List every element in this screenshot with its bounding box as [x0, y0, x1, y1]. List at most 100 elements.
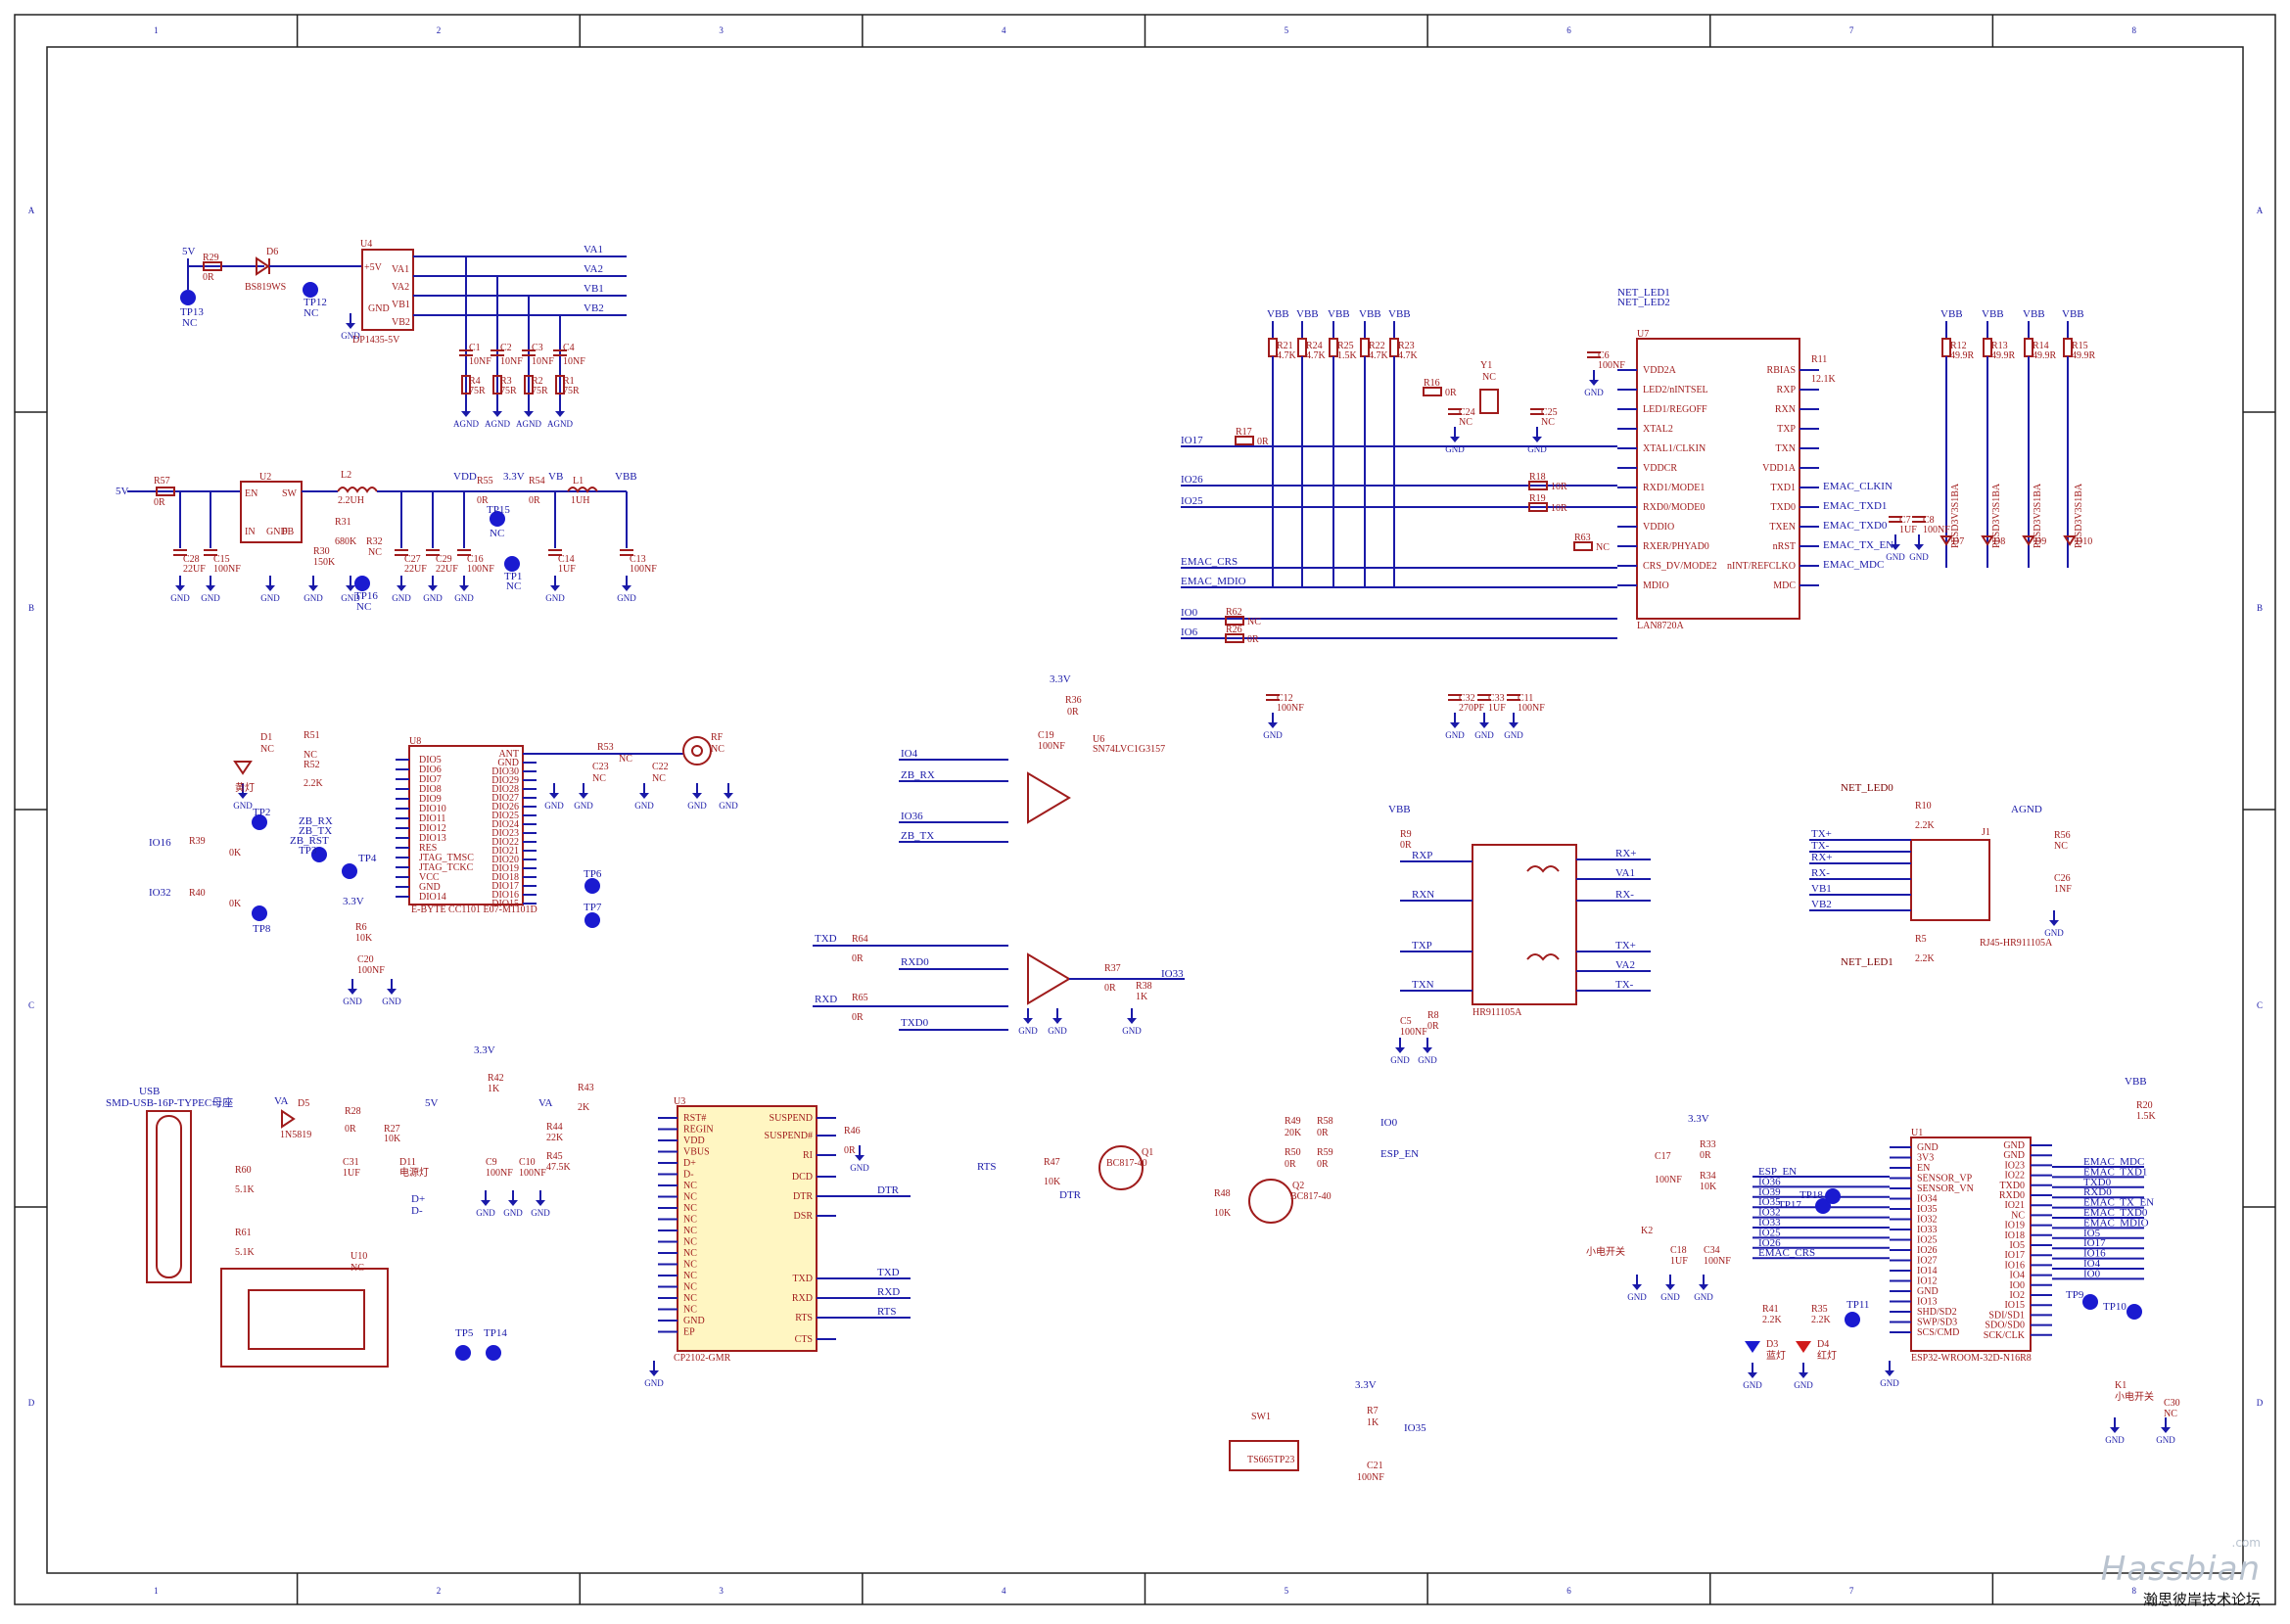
test-point-tp18-icon	[1825, 1188, 1841, 1204]
r47-val: 10K	[1044, 1177, 1061, 1187]
r53-val: NC	[619, 754, 632, 765]
r46-ref: R46	[844, 1126, 861, 1137]
u1-pin-left: IO35	[1917, 1204, 1938, 1215]
resistor	[1329, 338, 1338, 357]
u2-ref: U2	[259, 472, 271, 483]
ground-icon	[481, 1200, 491, 1206]
tp16-ref: TP16	[354, 590, 378, 602]
cap-ref: C2	[500, 343, 512, 353]
u1-pin-right: IO18	[2004, 1230, 2025, 1241]
u4-pin: +5V	[364, 262, 383, 273]
grid-col-bottom: 6	[1566, 1586, 1571, 1596]
mux-net: ZB_RX	[901, 769, 935, 781]
ground-icon	[1891, 544, 1900, 550]
u8-pin-right: DIO23	[491, 828, 519, 839]
net-dtr: DTR	[1059, 1189, 1082, 1201]
usb-va: VA	[274, 1095, 289, 1107]
y1-val: NC	[1482, 372, 1496, 383]
svg-text:GND: GND	[454, 593, 474, 603]
resistor	[2063, 338, 2073, 357]
svg-text:GND: GND	[382, 997, 401, 1006]
y1-ref: Y1	[1480, 360, 1492, 371]
u6-val: SN74LVC1G3157	[1093, 744, 1165, 755]
u8-pin-right: GND	[497, 758, 519, 768]
r32-val: NC	[368, 547, 382, 558]
u7-pin-right: MDC	[1773, 580, 1796, 591]
r60-ref: R60	[235, 1165, 252, 1176]
r60-val: 5.1K	[235, 1184, 256, 1195]
net-io35: IO35	[1404, 1422, 1426, 1434]
rj-net: TX-	[1811, 840, 1830, 852]
cap-val: 10NF	[532, 356, 554, 367]
r29-val: 0R	[203, 272, 214, 283]
res-ref: R15	[2072, 341, 2088, 351]
cap-val: 100NF	[630, 564, 657, 575]
net-va2: VA2	[584, 263, 603, 275]
ground-icon	[1799, 1372, 1808, 1378]
mag-net-right: RX-	[1615, 889, 1634, 901]
c34-ref: C34	[1704, 1245, 1720, 1256]
mux-net: RXD	[815, 994, 837, 1005]
net-va1: VA1	[584, 244, 603, 255]
u4-pin: VB2	[392, 317, 410, 328]
esp-net: IO39	[1758, 1186, 1781, 1198]
transistor-q2-icon	[1248, 1179, 1293, 1224]
u3-val: CP2102-GMR	[674, 1353, 731, 1364]
esp-net: RXD0	[2083, 1186, 2112, 1198]
svg-text:GND: GND	[1627, 1292, 1647, 1302]
svg-text:GND: GND	[260, 593, 280, 603]
u8-pin-right: ANT	[498, 749, 519, 760]
ground-icon	[387, 989, 397, 995]
u2-pin-fb: FB	[282, 527, 295, 537]
test-point-tp11-icon	[1845, 1312, 1860, 1327]
esp-net: IO36	[1758, 1176, 1781, 1187]
res-ref: R62	[1226, 607, 1242, 618]
svg-text:GND: GND	[545, 593, 565, 603]
test-point-tp9-icon	[2082, 1294, 2098, 1310]
c17-ref: C17	[1655, 1151, 1671, 1162]
u3-pin-left: NC	[683, 1271, 697, 1281]
u3-chip	[677, 1105, 818, 1352]
net-io26: IO26	[1181, 474, 1203, 486]
net-led0: NET_LED0	[1841, 782, 1893, 794]
resistor	[1297, 338, 1307, 357]
svg-text:GND: GND	[304, 593, 323, 603]
u1-pin-left: IO32	[1917, 1215, 1938, 1226]
svg-text:GND: GND	[201, 593, 220, 603]
cap-val: NC	[1541, 417, 1555, 428]
r6-ref: R6	[355, 922, 367, 933]
ground-icon	[550, 585, 560, 591]
tp4-ref: TP4	[358, 853, 377, 864]
r61-ref: R61	[235, 1228, 252, 1238]
net-io32: IO32	[149, 887, 171, 899]
d5-val: 1N5819	[280, 1130, 311, 1140]
u1-pin-right: IO0	[2009, 1280, 2025, 1291]
r59-val: 0R	[1317, 1159, 1329, 1170]
diode-ref: D8	[1993, 536, 2005, 547]
u7-pin-right: RBIAS	[1767, 365, 1796, 376]
r9-ref: R9	[1400, 829, 1412, 840]
r5-val: 2.2K	[1915, 953, 1936, 964]
ground-icon	[1885, 1370, 1894, 1376]
cap-ref: C1	[469, 343, 481, 353]
rf-ref: RF	[711, 732, 724, 743]
net-emac-txd0: EMAC_TXD0	[1823, 520, 1888, 532]
esp-net: EMAC_MDIO	[2083, 1217, 2149, 1229]
mag-net-left: RXP	[1412, 850, 1432, 861]
esp-net: IO25	[1758, 1227, 1781, 1238]
svg-text:AGND: AGND	[485, 419, 510, 429]
resistor	[1983, 338, 1992, 357]
tp2-ref: TP2	[253, 807, 270, 818]
grid-col-top: 2	[437, 25, 442, 35]
u3-pin-left: GND	[683, 1316, 705, 1326]
net-vb: VB	[548, 471, 563, 483]
mux-buffer-2-icon	[1027, 952, 1071, 1005]
watermark-brand: Hassbian	[2100, 1550, 2261, 1589]
c20-val: 100NF	[357, 965, 385, 976]
r35-val: 2.2K	[1811, 1315, 1832, 1325]
rf-module-block: U8 E-BYTE CC1101 E07-M1101D DIO5DIO6DIO7…	[149, 730, 738, 1006]
mux-net: IO36	[901, 811, 923, 822]
l1-ref: L1	[573, 476, 584, 487]
ground-icon	[579, 793, 588, 799]
net-io16: IO16	[149, 837, 171, 849]
